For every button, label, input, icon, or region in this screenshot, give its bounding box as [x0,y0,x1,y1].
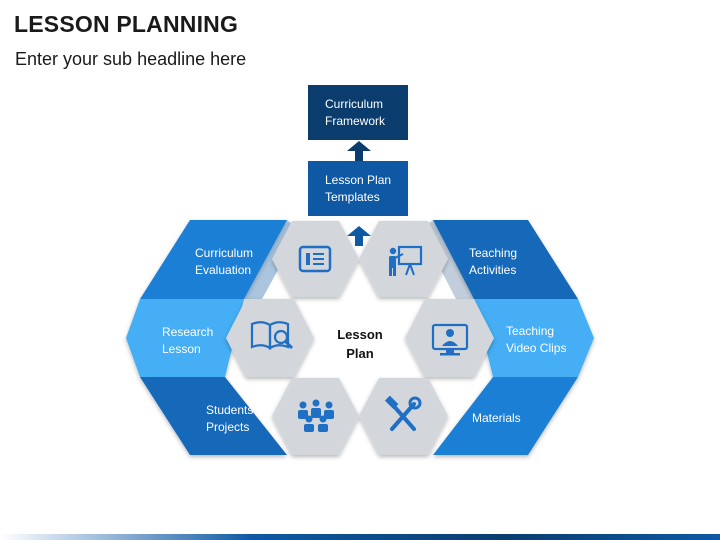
segment-teaching-video-clips[interactable] [474,299,594,377]
label-teaching-activities: Teaching Activities [469,245,517,279]
segment-teaching-activities[interactable] [433,220,578,299]
segment-curriculum-evaluation[interactable] [140,220,287,299]
label-line: Teaching [506,324,555,338]
label-teaching-video-clips: Teaching Video Clips [506,323,566,357]
video-monitor-icon [431,323,469,356]
label-line: Projects [206,420,250,434]
box-templates-line2: Templates [325,189,380,204]
box-framework-line1: Curriculum [325,96,384,111]
label-line: Lesson [162,342,201,356]
center-line2: Plan [346,346,374,361]
segment-materials[interactable] [433,377,578,455]
center-line1: Lesson [337,327,383,342]
box-framework-line2: Framework [325,113,386,128]
students-group-icon [298,399,334,432]
label-line: Activities [469,263,517,277]
label-research-lesson: Research Lesson [162,324,213,358]
teacher-board-icon [389,245,423,276]
document-list-icon [298,245,332,273]
label-line: Video Clips [506,341,567,355]
tools-icon [384,395,422,431]
label-line: Research [162,325,214,339]
label-line: Materials [472,411,521,425]
center-label: Lesson Plan [320,325,400,363]
segment-research-lesson[interactable] [126,299,244,377]
label-line: Students [206,403,254,417]
box-lesson-plan-templates[interactable]: Lesson Plan Templates [308,161,408,216]
segment-students-projects[interactable] [140,377,287,455]
label-curriculum-evaluation: Curriculum Evaluation [195,245,253,279]
bottom-accent-bar [0,534,720,540]
page-title: LESSON PLANNING [14,11,239,37]
box-curriculum-framework[interactable]: Curriculum Framework [308,85,408,140]
label-students-projects: Students Projects [206,402,253,436]
box-templates-line1: Lesson Plan [325,172,392,187]
hex-teaching-video-clips[interactable] [405,299,494,377]
book-magnifier-icon [250,321,294,350]
hex-teaching-activities[interactable] [359,221,448,297]
label-materials: Materials [472,410,521,427]
arrow-up-upper [347,141,371,161]
arrow-up-lower [347,226,371,246]
page-subtitle: Enter your sub headline here [15,49,247,69]
label-line: Teaching [469,246,518,260]
label-line: Evaluation [195,263,252,277]
label-line: Curriculum [195,246,254,260]
